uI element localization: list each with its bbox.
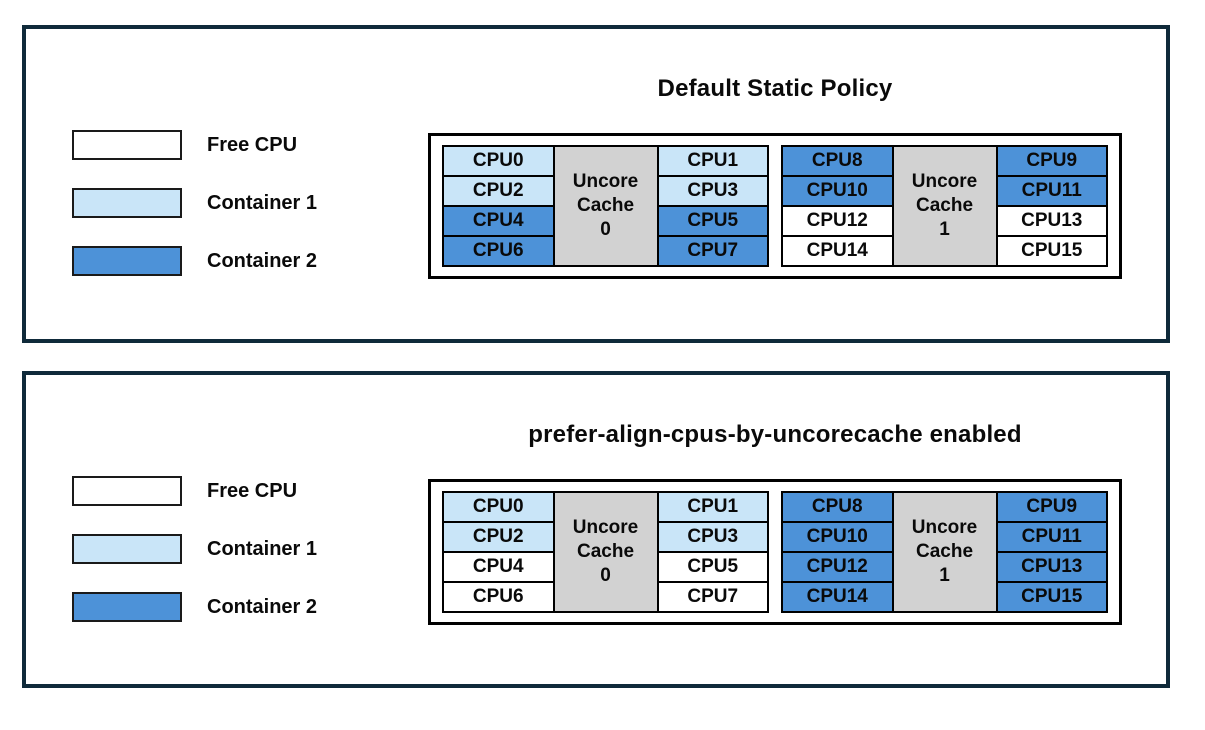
cpu-cell: CPU0 xyxy=(442,145,555,177)
cpu-cell: CPU13 xyxy=(995,551,1108,583)
cache-label-line: Uncore xyxy=(911,171,978,193)
cpu-cell: CPU1 xyxy=(656,145,769,177)
cpu-cell: CPU12 xyxy=(781,205,894,237)
cpu-cell: CPU14 xyxy=(781,235,894,267)
cpu-cell: CPU0 xyxy=(442,491,555,523)
cpu-column-right: CPU9 CPU11 CPU13 CPU15 xyxy=(995,491,1108,613)
uncore-cache-1-group: CPU8 CPU10 CPU12 CPU14 Uncore Cache 1 CP… xyxy=(781,491,1108,613)
cpu-cell: CPU8 xyxy=(781,491,894,523)
cpu-cell: CPU4 xyxy=(442,551,555,583)
legend: Free CPU Container 1 Container 2 xyxy=(72,476,317,650)
legend-item-container-1: Container 1 xyxy=(72,534,317,564)
cpu-cell: CPU3 xyxy=(656,175,769,207)
cpu-cell: CPU15 xyxy=(995,235,1108,267)
cpu-column-right: CPU9 CPU11 CPU13 CPU15 xyxy=(995,145,1108,267)
cpu-cell: CPU10 xyxy=(781,521,894,553)
legend-swatch-free-cpu xyxy=(72,476,182,506)
legend-item-container-2: Container 2 xyxy=(72,592,317,622)
uncore-cache-box: Uncore Cache 1 xyxy=(891,145,998,267)
panel-title: Default Static Policy xyxy=(657,75,893,102)
uncore-cache-0-group: CPU0 CPU2 CPU4 CPU6 Uncore Cache 0 CPU1 … xyxy=(442,145,769,267)
cpu-cell: CPU15 xyxy=(995,581,1108,613)
cpu-cell: CPU2 xyxy=(442,175,555,207)
cpu-cell: CPU2 xyxy=(442,521,555,553)
cpu-cell: CPU6 xyxy=(442,235,555,267)
cache-label-line: Uncore xyxy=(572,517,639,539)
panel-default-static-policy: Default Static Policy Free CPU Container… xyxy=(22,25,1170,343)
cpu-column-right: CPU1 CPU3 CPU5 CPU7 xyxy=(656,491,769,613)
legend-label: Container 1 xyxy=(207,191,318,214)
legend-label: Container 2 xyxy=(207,249,318,272)
cache-label-line: 1 xyxy=(939,218,950,240)
uncore-cache-box: Uncore Cache 0 xyxy=(552,145,659,267)
cache-label-line: Cache xyxy=(915,195,974,217)
cache-label-line: 1 xyxy=(939,564,950,586)
cache-label-line: Uncore xyxy=(572,171,639,193)
legend-label: Free CPU xyxy=(207,479,298,502)
legend: Free CPU Container 1 Container 2 xyxy=(72,130,317,304)
cpu-column-left: CPU8 CPU10 CPU12 CPU14 xyxy=(781,491,894,613)
legend-swatch-container-1 xyxy=(72,534,182,564)
cache-label-line: Cache xyxy=(576,195,635,217)
panel-prefer-align-cpus-by-uncorecache: prefer-align-cpus-by-uncorecache enabled… xyxy=(22,371,1170,688)
legend-swatch-container-1 xyxy=(72,188,182,218)
cpu-cell: CPU13 xyxy=(995,205,1108,237)
legend-label: Free CPU xyxy=(207,133,298,156)
cpu-cell: CPU14 xyxy=(781,581,894,613)
cache-label-line: 0 xyxy=(600,564,611,586)
cache-label-line: Cache xyxy=(576,541,635,563)
legend-swatch-free-cpu xyxy=(72,130,182,160)
cache-label-line: Uncore xyxy=(911,517,978,539)
legend-label: Container 2 xyxy=(207,595,318,618)
cpu-socket-diagram: CPU0 CPU2 CPU4 CPU6 Uncore Cache 0 CPU1 … xyxy=(428,479,1122,625)
cpu-column-left: CPU8 CPU10 CPU12 CPU14 xyxy=(781,145,894,267)
legend-swatch-container-2 xyxy=(72,592,182,622)
cpu-cell: CPU8 xyxy=(781,145,894,177)
cpu-cell: CPU10 xyxy=(781,175,894,207)
cpu-cell: CPU11 xyxy=(995,521,1108,553)
cpu-cell: CPU5 xyxy=(656,551,769,583)
legend-item-free-cpu: Free CPU xyxy=(72,476,317,506)
cpu-cell: CPU6 xyxy=(442,581,555,613)
cpu-cell: CPU1 xyxy=(656,491,769,523)
legend-label: Container 1 xyxy=(207,537,318,560)
cpu-cell: CPU7 xyxy=(656,235,769,267)
uncore-cache-0-group: CPU0 CPU2 CPU4 CPU6 Uncore Cache 0 CPU1 … xyxy=(442,491,769,613)
legend-item-container-1: Container 1 xyxy=(72,188,317,218)
legend-item-free-cpu: Free CPU xyxy=(72,130,317,160)
cpu-cell: CPU9 xyxy=(995,145,1108,177)
cpu-cell: CPU12 xyxy=(781,551,894,583)
cpu-column-right: CPU1 CPU3 CPU5 CPU7 xyxy=(656,145,769,267)
uncore-cache-1-group: CPU8 CPU10 CPU12 CPU14 Uncore Cache 1 CP… xyxy=(781,145,1108,267)
legend-item-container-2: Container 2 xyxy=(72,246,317,276)
cpu-cell: CPU7 xyxy=(656,581,769,613)
cpu-column-left: CPU0 CPU2 CPU4 CPU6 xyxy=(442,145,555,267)
cpu-cell: CPU3 xyxy=(656,521,769,553)
cpu-cell: CPU9 xyxy=(995,491,1108,523)
cpu-socket-diagram: CPU0 CPU2 CPU4 CPU6 Uncore Cache 0 CPU1 … xyxy=(428,133,1122,279)
legend-swatch-container-2 xyxy=(72,246,182,276)
uncore-cache-box: Uncore Cache 1 xyxy=(891,491,998,613)
panel-title: prefer-align-cpus-by-uncorecache enabled xyxy=(528,421,1022,448)
cache-label-line: Cache xyxy=(915,541,974,563)
cpu-cell: CPU5 xyxy=(656,205,769,237)
uncore-cache-box: Uncore Cache 0 xyxy=(552,491,659,613)
cache-label-line: 0 xyxy=(600,218,611,240)
cpu-column-left: CPU0 CPU2 CPU4 CPU6 xyxy=(442,491,555,613)
cpu-cell: CPU11 xyxy=(995,175,1108,207)
cpu-cell: CPU4 xyxy=(442,205,555,237)
